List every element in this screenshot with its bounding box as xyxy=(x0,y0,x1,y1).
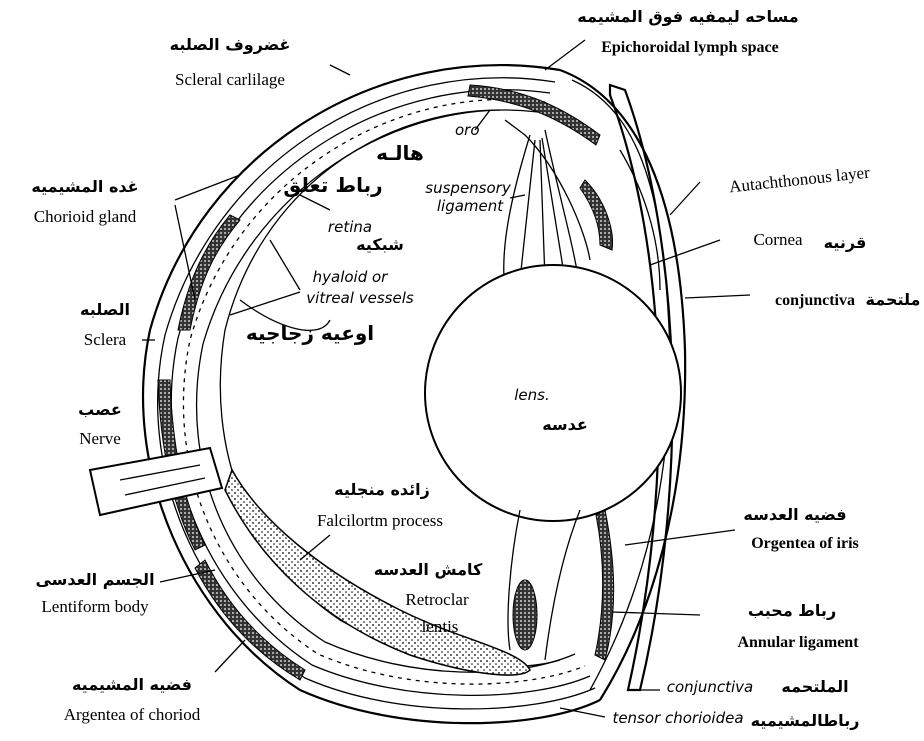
label-tensor-ar: رباطالمشيميه xyxy=(751,711,860,730)
label-oro-en: oro xyxy=(455,121,480,139)
label-sclera-en: Sclera xyxy=(84,330,127,349)
label-autachthonous-en: Autachthonous layer xyxy=(728,163,871,197)
optic-nerve xyxy=(90,448,222,515)
label-suspensory-en2: ligament xyxy=(437,197,504,215)
label-epichoroidal-ar: مساحه ليمفيه فوق المشيمه xyxy=(577,7,798,26)
label-conjunctiva-en: conjunctiva xyxy=(775,292,855,309)
label-lens-ar: عدسه xyxy=(542,415,588,434)
label-conjunctiva2-en: conjunctiva xyxy=(667,678,753,696)
label-epichoroidal-en: Epichoroidal lymph space xyxy=(601,39,779,56)
label-hyaloid-en2: vitreal vessels xyxy=(306,289,414,307)
label-argentea-iris-en: Orgentea of iris xyxy=(751,535,859,552)
label-nerve-en: Nerve xyxy=(79,429,121,448)
label-retractor-ar: كامش العدسه xyxy=(374,560,483,579)
label-retina-en: retina xyxy=(328,218,372,236)
label-lentiform-ar: الجسم العدسى xyxy=(35,570,154,589)
label-scleral-cartilage-ar: غضروف الصلبه xyxy=(170,35,291,54)
label-tensor-en: tensor chorioidea xyxy=(612,709,743,727)
label-annular-ar: رباط محبب xyxy=(748,601,836,620)
label-conjunctiva-ar: ملتحمة xyxy=(866,290,921,309)
label-falciform-en: Falcilortm process xyxy=(317,511,443,530)
label-retractor-en1: Retroclar xyxy=(405,590,469,609)
label-chorioid-gland-en: Chorioid gland xyxy=(34,207,137,226)
label-lens-en: lens. xyxy=(514,386,550,404)
label-suspensory-en1: suspensory xyxy=(425,179,512,197)
label-cornea-en: Cornea xyxy=(753,230,803,249)
label-retina-ar: شبكيه xyxy=(356,235,404,254)
label-hyaloid-ar: اوعيه زجاجيه xyxy=(246,321,374,345)
label-cornea-ar: قرنيه xyxy=(824,233,867,252)
label-retractor-en2: lentis xyxy=(422,617,459,636)
label-argentea-choroid-ar: فضيه المشيميه xyxy=(72,675,192,694)
label-argentea-choroid-en: Argentea of choriod xyxy=(64,705,201,724)
label-hala-ar: هالـه xyxy=(376,141,424,165)
label-annular-en: Annular ligament xyxy=(737,634,859,651)
label-sclera-ar: الصلبه xyxy=(80,300,130,319)
label-falciform-ar: زائده منجليه xyxy=(334,480,430,499)
retractor-lentis xyxy=(508,510,580,660)
label-argentea-iris-ar: فضيه العدسه xyxy=(743,505,846,524)
label-hyaloid-en1: hyaloid or xyxy=(313,268,389,286)
label-suspensory-ar: رباط تعلق xyxy=(283,173,382,197)
label-chorioid-gland-ar: غده المشيميه xyxy=(31,177,138,196)
label-conjunctiva2-ar: الملتحمه xyxy=(781,677,848,696)
label-scleral-cartilage-en: Scleral carlilage xyxy=(175,70,285,89)
label-nerve-ar: عصب xyxy=(78,400,122,419)
label-lentiform-en: Lentiform body xyxy=(41,597,149,616)
lens xyxy=(425,265,681,521)
